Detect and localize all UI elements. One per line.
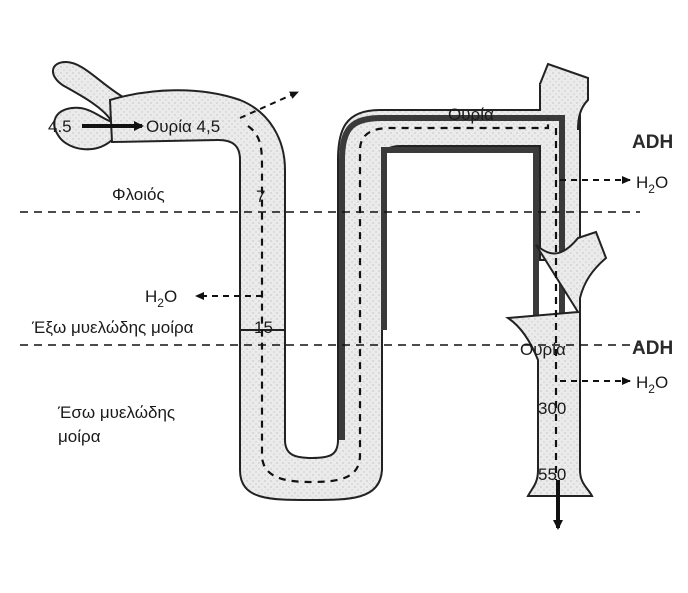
- thick-ascending-limb: [339, 115, 565, 440]
- inner-medulla-line1: Έσω μυελώδης: [57, 403, 175, 422]
- h2o-right-bottom-label: H2O: [636, 373, 668, 396]
- urea-path-descending: [247, 118, 550, 484]
- h2o-left-label: H2O: [145, 287, 177, 310]
- thick-ascending-limb-inner: [381, 147, 539, 330]
- urea-top-label: Ουρία: [448, 105, 494, 124]
- adh-top-label: ADH: [632, 132, 673, 153]
- adh-bottom-label: ADH: [632, 338, 673, 359]
- urea-collecting-label: Ουρία: [520, 340, 566, 359]
- cortex-label: Φλοιός: [112, 185, 165, 204]
- urea-in-label: Ουρία 4,5: [146, 117, 220, 136]
- value-15: 15: [254, 318, 273, 337]
- h2o-right-top-label: H2O: [636, 173, 668, 196]
- loop-of-henle: [239, 78, 581, 502]
- value-7: 7: [256, 187, 265, 206]
- outer-medulla-label: Έξω μυελώδης μοίρα: [31, 318, 194, 337]
- distal-tubule-top: [539, 62, 589, 131]
- inner-medulla-line2: μοίρα: [58, 427, 101, 446]
- proximal-tubule: [108, 89, 286, 341]
- value-550: 550: [538, 465, 566, 484]
- inflow-value: 4.5: [48, 117, 72, 136]
- value-300: 300: [538, 399, 566, 418]
